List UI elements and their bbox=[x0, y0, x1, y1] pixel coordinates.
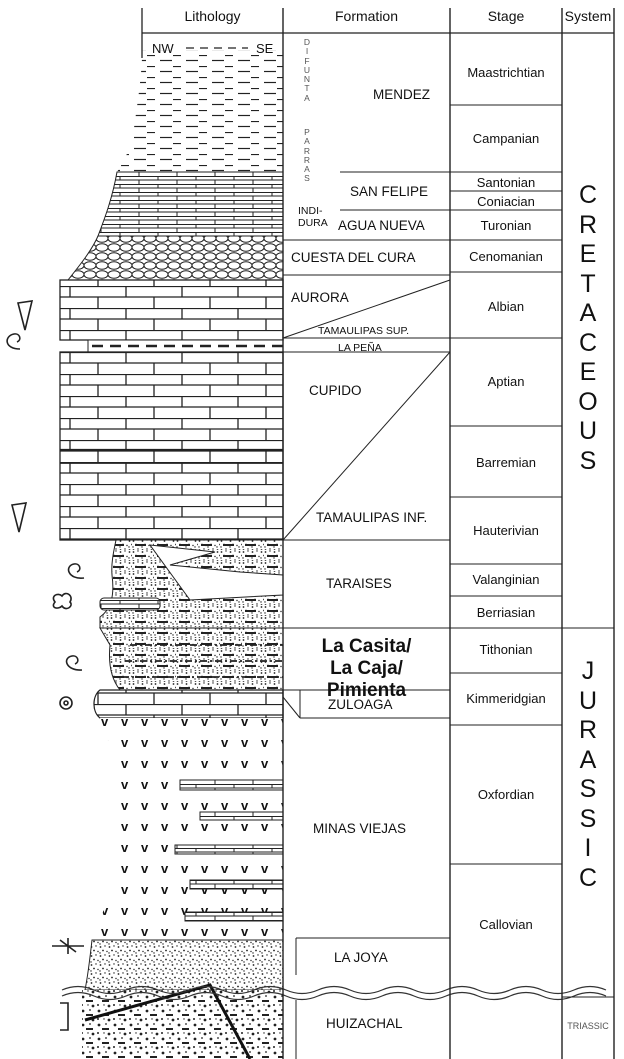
stage-aptian: Aptian bbox=[487, 374, 525, 389]
stage-albian: Albian bbox=[487, 299, 525, 314]
la-casita-shale bbox=[99, 627, 284, 691]
label-se: SE bbox=[256, 41, 274, 56]
huizachal-conglomerate bbox=[82, 990, 283, 1059]
formation-aurora: AURORA bbox=[291, 290, 349, 305]
formation-cupido: CUPIDO bbox=[309, 383, 362, 398]
zuloaga-limestone bbox=[93, 689, 284, 719]
formation-san-felipe: SAN FELIPE bbox=[350, 184, 429, 199]
formation-mendez: MENDEZ bbox=[373, 87, 430, 102]
stage-berriasian: Berriasian bbox=[476, 605, 536, 620]
stage-oxfordian: Oxfordian bbox=[477, 787, 535, 802]
oolite-icon bbox=[59, 696, 73, 710]
massive-limestone bbox=[59, 279, 284, 341]
formation-taraises: TARAISES bbox=[326, 576, 392, 591]
system-triassic: TRIASSIC bbox=[567, 1021, 609, 1031]
formation-zuloaga: ZULOAGA bbox=[328, 697, 393, 712]
stage-coniacian: Coniacian bbox=[477, 194, 535, 209]
fossil-icons bbox=[6, 300, 85, 1031]
shale-unit bbox=[117, 50, 283, 172]
belemnite-icon bbox=[11, 502, 28, 533]
formation-la-casita: La Casita/ La Caja/ Pimienta bbox=[321, 636, 412, 701]
header-stage: Stage bbox=[487, 8, 525, 24]
stage-turonian: Turonian bbox=[480, 218, 532, 233]
stage-hauterivian: Hauterivian bbox=[473, 523, 539, 538]
formation-huizachal: HUIZACHAL bbox=[326, 1016, 403, 1031]
table-grid bbox=[141, 8, 615, 1059]
label-nw: NW bbox=[152, 41, 174, 56]
header-lithology: Lithology bbox=[184, 8, 241, 24]
formation-difunta: D I F U N T A bbox=[303, 37, 311, 103]
formation-tamaulipas-inf: TAMAULIPAS INF. bbox=[316, 510, 428, 525]
minas-viejas-evaporite bbox=[92, 718, 283, 940]
stage-barremian: Barremian bbox=[476, 455, 536, 470]
shale-laminae bbox=[122, 644, 283, 678]
formation-parras: P A R R A S bbox=[303, 127, 311, 184]
la-joya-sandstone bbox=[84, 939, 284, 991]
cupido-limestone bbox=[59, 351, 284, 541]
header-formation: Formation bbox=[334, 8, 399, 24]
formation-cuesta-del-cura: CUESTA DEL CURA bbox=[291, 250, 416, 265]
stage-santonian: Santonian bbox=[476, 175, 536, 190]
stage-cenomanian: Cenomanian bbox=[469, 249, 543, 264]
formation-indidura: INDI- DURA bbox=[298, 205, 328, 229]
ammonite-icon bbox=[67, 563, 85, 579]
stage-tithonian: Tithonian bbox=[479, 642, 533, 657]
lithology-column bbox=[59, 50, 607, 1059]
header-system: System bbox=[564, 8, 612, 24]
stage-callovian: Callovian bbox=[479, 917, 533, 932]
bivalve-bracket-icon bbox=[60, 1002, 69, 1031]
plant-icon bbox=[52, 938, 84, 954]
unconformity-line bbox=[61, 985, 607, 995]
formation-minas-viejas: MINAS VIEJAS bbox=[313, 821, 407, 836]
stage-maastrichtian: Maastrichtian bbox=[467, 65, 545, 80]
system-cretaceous: C R E T A C E O U S bbox=[578, 181, 598, 475]
formation-tamaulipas-sup: TAMAULIPAS SUP. bbox=[318, 325, 410, 337]
formation-agua-nueva: AGUA NUEVA bbox=[338, 218, 425, 233]
coral-icon bbox=[52, 592, 72, 610]
thin-bedded-limestone bbox=[97, 171, 284, 237]
system-jurassic: J U R A S S I C bbox=[578, 657, 598, 892]
stage-campanian: Campanian bbox=[472, 131, 540, 146]
belemnite-icon bbox=[17, 300, 34, 331]
ammonite-icon bbox=[65, 655, 83, 671]
ammonite-icon bbox=[6, 333, 21, 350]
stage-valanginian: Valanginian bbox=[472, 572, 540, 587]
formation-la-pena: LA PEÑA bbox=[338, 342, 382, 354]
stage-kimmeridgian: Kimmeridgian bbox=[466, 691, 546, 706]
formation-la-joya: LA JOYA bbox=[334, 950, 388, 965]
nodular-limestone bbox=[66, 235, 284, 281]
